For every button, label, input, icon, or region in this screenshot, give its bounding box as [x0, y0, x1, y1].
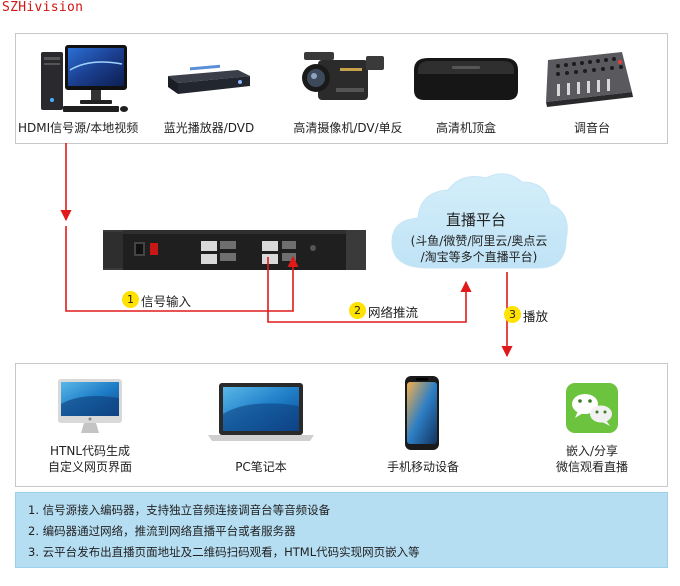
video-encoder-device — [103, 230, 366, 270]
smartphone-icon — [405, 376, 439, 450]
arrow-network-push — [267, 257, 472, 323]
viewer-label-mobile: 手机移动设备 — [386, 460, 459, 474]
bluray-player-icon — [168, 64, 250, 94]
playback-devices-panel — [15, 363, 668, 487]
camcorder-icon — [302, 52, 384, 100]
notes-panel: 1. 信号源接入编码器，支持独立音频连接调音台等音频设备 2. 编码器通过网络，… — [15, 492, 668, 568]
note-line-2: 2. 编码器通过网络，推流到网络直播平台或者服务器 — [28, 524, 296, 538]
set-top-box-icon — [414, 58, 518, 100]
cloud-subtitle-line2: /淘宝等多个直播平台) — [420, 250, 538, 264]
viewer-label-html-line2: 自定义网页界面 — [47, 460, 132, 474]
viewer-label-share-line2: 微信观看直播 — [555, 460, 628, 474]
laptop-icon — [208, 383, 314, 441]
note-line-1: 1. 信号源接入编码器，支持独立音频连接调音台等音频设备 — [28, 503, 331, 517]
step-badge-1: 1 — [122, 291, 139, 308]
arrow-signal-input — [65, 226, 299, 312]
viewer-label-html-line1: HTNL代码生成 — [49, 444, 131, 458]
source-label-hdmi: HDMI信号源/本地视频 — [18, 121, 139, 135]
viewer-label-laptop: PC笔记本 — [235, 460, 287, 474]
live-platform-cloud — [391, 173, 568, 269]
step-badge-2: 2 — [349, 302, 366, 319]
flow-arrows — [60, 143, 513, 358]
source-label-mixer: 调音台 — [573, 121, 610, 135]
note-line-3: 3. 云平台发布出直播页面地址及二维码扫码观看，HTML代码实现网页嵌入等 — [28, 545, 420, 559]
watermark-text: SZHivision — [2, 0, 84, 15]
imac-icon — [58, 379, 122, 433]
cloud-subtitle-line1: (斗鱼/微赞/阿里云/奥点云 — [410, 234, 548, 248]
step-label-playback: 播放 — [523, 309, 549, 324]
viewer-label-share-line1: 嵌入/分享 — [565, 444, 619, 458]
step-label-network-push: 网络推流 — [368, 305, 419, 320]
cloud-title: 直播平台 — [446, 211, 507, 229]
source-label-settopbox: 高清机顶盒 — [435, 121, 496, 135]
wechat-icon — [566, 383, 618, 433]
source-label-bluray: 蓝光播放器/DVD — [163, 121, 255, 135]
desktop-computer-icon — [41, 45, 128, 112]
audio-mixer-icon — [546, 52, 633, 107]
step-label-signal-input: 信号输入 — [141, 294, 192, 309]
step-badge-3: 3 — [504, 306, 521, 323]
source-label-camcorder: 高清摄像机/DV/单反 — [293, 121, 403, 135]
